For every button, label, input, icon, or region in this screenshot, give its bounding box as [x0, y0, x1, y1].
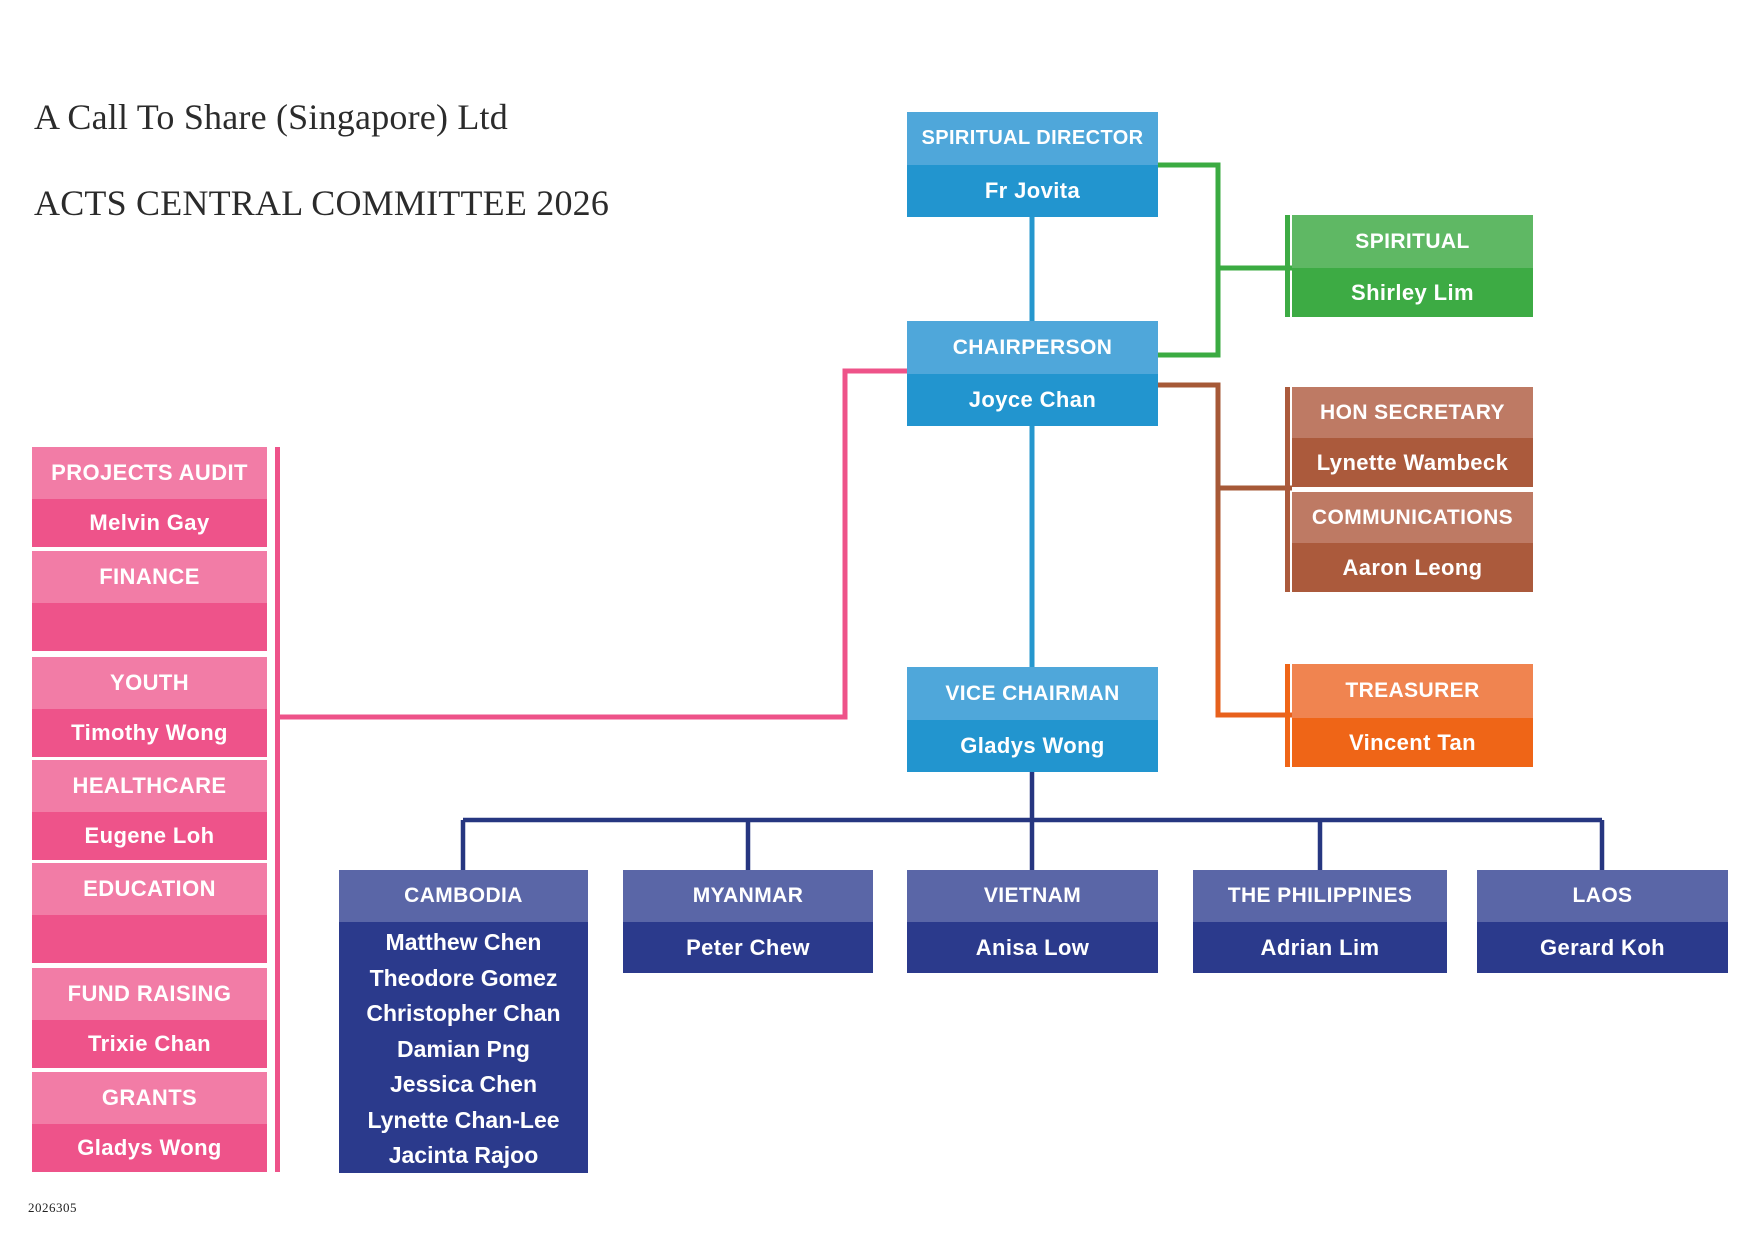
secretary-accent-bar — [1285, 387, 1290, 592]
role-label: LAOS — [1477, 870, 1728, 922]
role-label: HEALTHCARE — [32, 760, 267, 812]
role-label: FINANCE — [32, 551, 267, 603]
role-label: PROJECTS AUDIT — [32, 447, 267, 499]
org-box-communications: COMMUNICATIONS Aaron Leong — [1292, 492, 1533, 592]
role-label: YOUTH — [32, 657, 267, 709]
page-title: A Call To Share (Singapore) Ltd ACTS CEN… — [34, 96, 609, 226]
title-line1: A Call To Share (Singapore) Ltd — [34, 97, 508, 137]
member-name: Jacinta Rajoo — [388, 1142, 539, 1168]
org-box-treasurer: TREASURER Vincent Tan — [1292, 664, 1533, 767]
org-box-committee-finance: FINANCE — [32, 551, 267, 651]
role-label: TREASURER — [1292, 664, 1533, 718]
role-label: VIETNAM — [907, 870, 1158, 922]
person-name: Timothy Wong — [32, 709, 267, 757]
org-box-committee-fund-raising: FUND RAISING Trixie Chan — [32, 968, 267, 1068]
person-name: Aaron Leong — [1292, 543, 1533, 592]
title-line2: ACTS CENTRAL COMMITTEE 2026 — [34, 183, 610, 224]
person-name: Melvin Gay — [32, 499, 267, 547]
role-label: FUND RAISING — [32, 968, 267, 1020]
member-name: Peter Chew — [623, 922, 873, 973]
member-name: Damian Png — [397, 1035, 530, 1062]
member-list: Matthew Chen Theodore Gomez Christopher … — [339, 922, 588, 1173]
pink-connector — [278, 368, 907, 720]
role-label: HON SECRETARY — [1292, 387, 1533, 438]
person-name — [32, 915, 267, 963]
person-name: Gladys Wong — [32, 1124, 267, 1172]
org-box-committee-healthcare: HEALTHCARE Eugene Loh — [32, 760, 267, 860]
role-label: CAMBODIA — [339, 870, 588, 922]
brown-connector — [1158, 382, 1292, 491]
org-box-committee-projects-audit: PROJECTS AUDIT Melvin Gay — [32, 447, 267, 547]
person-name: Eugene Loh — [32, 812, 267, 860]
org-box-committee-youth: YOUTH Timothy Wong — [32, 657, 267, 757]
person-name: Gladys Wong — [907, 720, 1158, 772]
member-name: Jessica Chen — [389, 1071, 538, 1097]
footer-code: 2026305 — [28, 1200, 77, 1215]
role-label: MYANMAR — [623, 870, 873, 922]
role-label: CHAIRPERSON — [907, 321, 1158, 374]
org-box-country-myanmar: MYANMAR Peter Chew — [623, 870, 873, 973]
role-label: VICE CHAIRMAN — [907, 667, 1158, 720]
org-box-country-philippines: THE PHILIPPINES Adrian Lim — [1193, 870, 1447, 973]
committee-accent-bar — [275, 447, 280, 1172]
role-label: SPIRITUAL DIRECTOR — [907, 112, 1158, 165]
member-name: Gerard Koh — [1477, 922, 1728, 973]
navy-connector — [460, 768, 1605, 872]
member-name: Christopher Chan — [366, 1000, 561, 1026]
org-box-hon-secretary: HON SECRETARY Lynette Wambeck — [1292, 387, 1533, 487]
role-label: COMMUNICATIONS — [1292, 492, 1533, 543]
member-name: Adrian Lim — [1193, 922, 1447, 973]
member-name: Lynette Chan-Lee — [367, 1106, 560, 1133]
org-box-committee-education: EDUCATION — [32, 863, 267, 963]
org-box-country-laos: LAOS Gerard Koh — [1477, 870, 1728, 973]
role-label: GRANTS — [32, 1072, 267, 1124]
person-name: Trixie Chan — [32, 1020, 267, 1068]
org-box-spiritual-director: SPIRITUAL DIRECTOR Fr Jovita — [907, 112, 1158, 217]
orange-connector — [1215, 486, 1292, 718]
role-label: SPIRITUAL — [1292, 215, 1533, 268]
org-box-country-vietnam: VIETNAM Anisa Low — [907, 870, 1158, 973]
person-name: Fr Jovita — [907, 165, 1158, 217]
org-box-country-cambodia: CAMBODIA Matthew Chen Theodore Gomez Chr… — [339, 870, 588, 1173]
org-box-chairperson: CHAIRPERSON Joyce Chan — [907, 321, 1158, 426]
green-connector — [1158, 162, 1292, 358]
person-name: Vincent Tan — [1292, 718, 1533, 767]
person-name: Shirley Lim — [1292, 268, 1533, 317]
org-box-spiritual: SPIRITUAL Shirley Lim — [1292, 215, 1533, 317]
member-name: Anisa Low — [907, 922, 1158, 973]
role-label: THE PHILIPPINES — [1193, 870, 1447, 922]
spiritual-accent-bar — [1285, 215, 1290, 317]
person-name: Joyce Chan — [907, 374, 1158, 426]
treasurer-accent-bar — [1285, 664, 1290, 767]
member-name: Matthew Chen — [385, 929, 542, 955]
person-name — [32, 603, 267, 651]
org-box-committee-grants: GRANTS Gladys Wong — [32, 1072, 267, 1172]
role-label: EDUCATION — [32, 863, 267, 915]
org-box-vice-chairman: VICE CHAIRMAN Gladys Wong — [907, 667, 1158, 772]
person-name: Lynette Wambeck — [1292, 438, 1533, 487]
member-name: Theodore Gomez — [369, 964, 558, 991]
